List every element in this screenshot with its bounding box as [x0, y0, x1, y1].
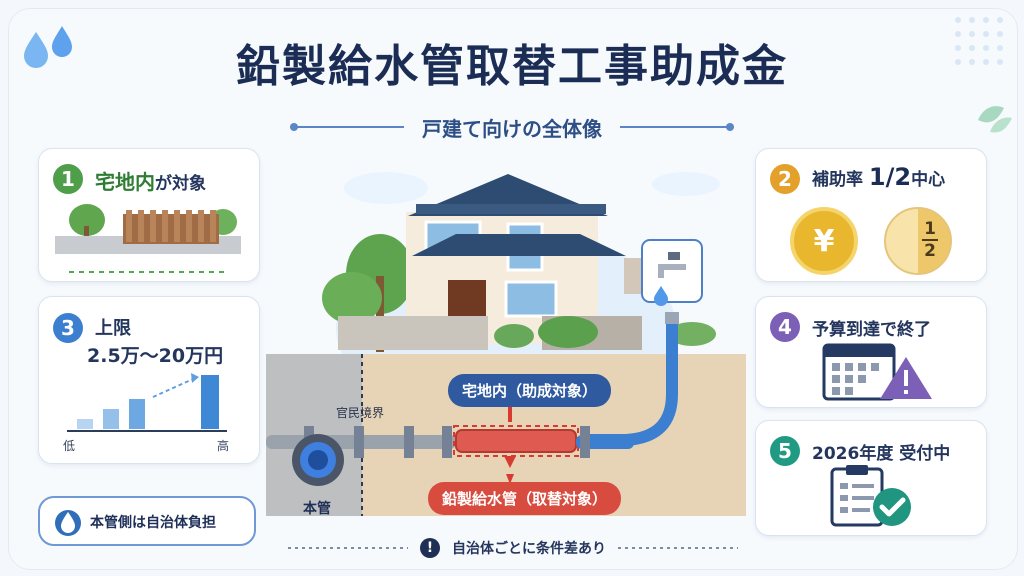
subtitle-line-right	[620, 123, 734, 131]
fraction-top: 1	[924, 219, 936, 239]
clipboard-check-icon	[830, 465, 911, 527]
card1-title: 宅地内が対象	[95, 166, 206, 195]
main-side-text: 本管側は自治体負担	[90, 515, 216, 531]
target-range-line	[69, 271, 229, 273]
subtitle-line-left	[290, 123, 404, 131]
fraction-bottom: 2	[924, 241, 936, 261]
footer-note: ! 自治体ごとに条件差あり	[288, 536, 738, 560]
limit-card: 3 上限 2.5万〜20万円 低 高	[38, 296, 260, 464]
application-card: 5 2026年度 受付中	[755, 420, 987, 536]
footer-dots-right	[618, 547, 738, 549]
card4-badge: 4	[770, 312, 800, 342]
card2-prefix: 補助率	[812, 170, 863, 190]
page-subtitle: 戸建て向けの全体像	[422, 116, 602, 141]
house-pipe-scene	[266, 172, 746, 516]
boundary-label: 官民境界	[336, 406, 385, 420]
info-icon: !	[420, 538, 440, 558]
card3-title: 上限	[95, 318, 131, 339]
subtitle-row: 戸建て向けの全体像	[0, 112, 1024, 142]
yen-coin-icon: ¥	[790, 207, 858, 275]
subsidy-rate-card: 2 補助率 1/2中心 ¥ 1 2	[755, 148, 987, 282]
main-side-note: 本管側は自治体負担	[38, 496, 256, 546]
half-circle-icon: 1 2	[884, 207, 952, 275]
card1-title-suffix: が対象	[155, 174, 206, 194]
card1-badge: 1	[53, 164, 83, 194]
card3-range: 2.5万〜20万円	[87, 345, 224, 367]
card2-title: 補助率 1/2中心	[812, 163, 945, 191]
card5-title: 2026年度 受付中	[812, 444, 951, 464]
card2-suffix: 中心	[911, 170, 946, 190]
card3-low-label: 低	[63, 439, 76, 453]
water-drops-icon	[24, 26, 72, 68]
card4-title: 予算到達で終了	[812, 320, 931, 340]
card2-highlight: 1/2	[868, 163, 912, 191]
dots-pattern	[955, 17, 1003, 65]
target-card: 1 宅地内が対象	[38, 148, 260, 282]
increase-bars-icon	[67, 373, 227, 432]
card3-badge: 3	[53, 313, 83, 343]
card3-high-label: 高	[217, 439, 230, 453]
budget-card: 4 予算到達で終了	[755, 296, 987, 408]
page-title: 鉛製給水管取替工事助成金	[236, 41, 788, 92]
leaf-icon	[978, 106, 1012, 133]
residential-label: 宅地内（助成対象）	[448, 374, 612, 407]
water-drop-icon	[55, 510, 81, 536]
footer-text: 自治体ごとに条件差あり	[452, 541, 606, 557]
card5-badge: 5	[770, 436, 800, 466]
card1-title-main: 宅地内	[95, 170, 155, 194]
main-pipe-label: 本管	[303, 501, 331, 517]
fraction-display: 1 2	[920, 219, 940, 261]
card2-badge: 2	[770, 164, 800, 194]
calendar-warning-icon	[822, 343, 932, 401]
fence-icon	[55, 204, 241, 254]
lead-pipe-label: 鉛製給水管（取替対象）	[428, 482, 622, 515]
yen-symbol: ¥	[813, 223, 835, 259]
footer-dots-left	[288, 547, 408, 549]
